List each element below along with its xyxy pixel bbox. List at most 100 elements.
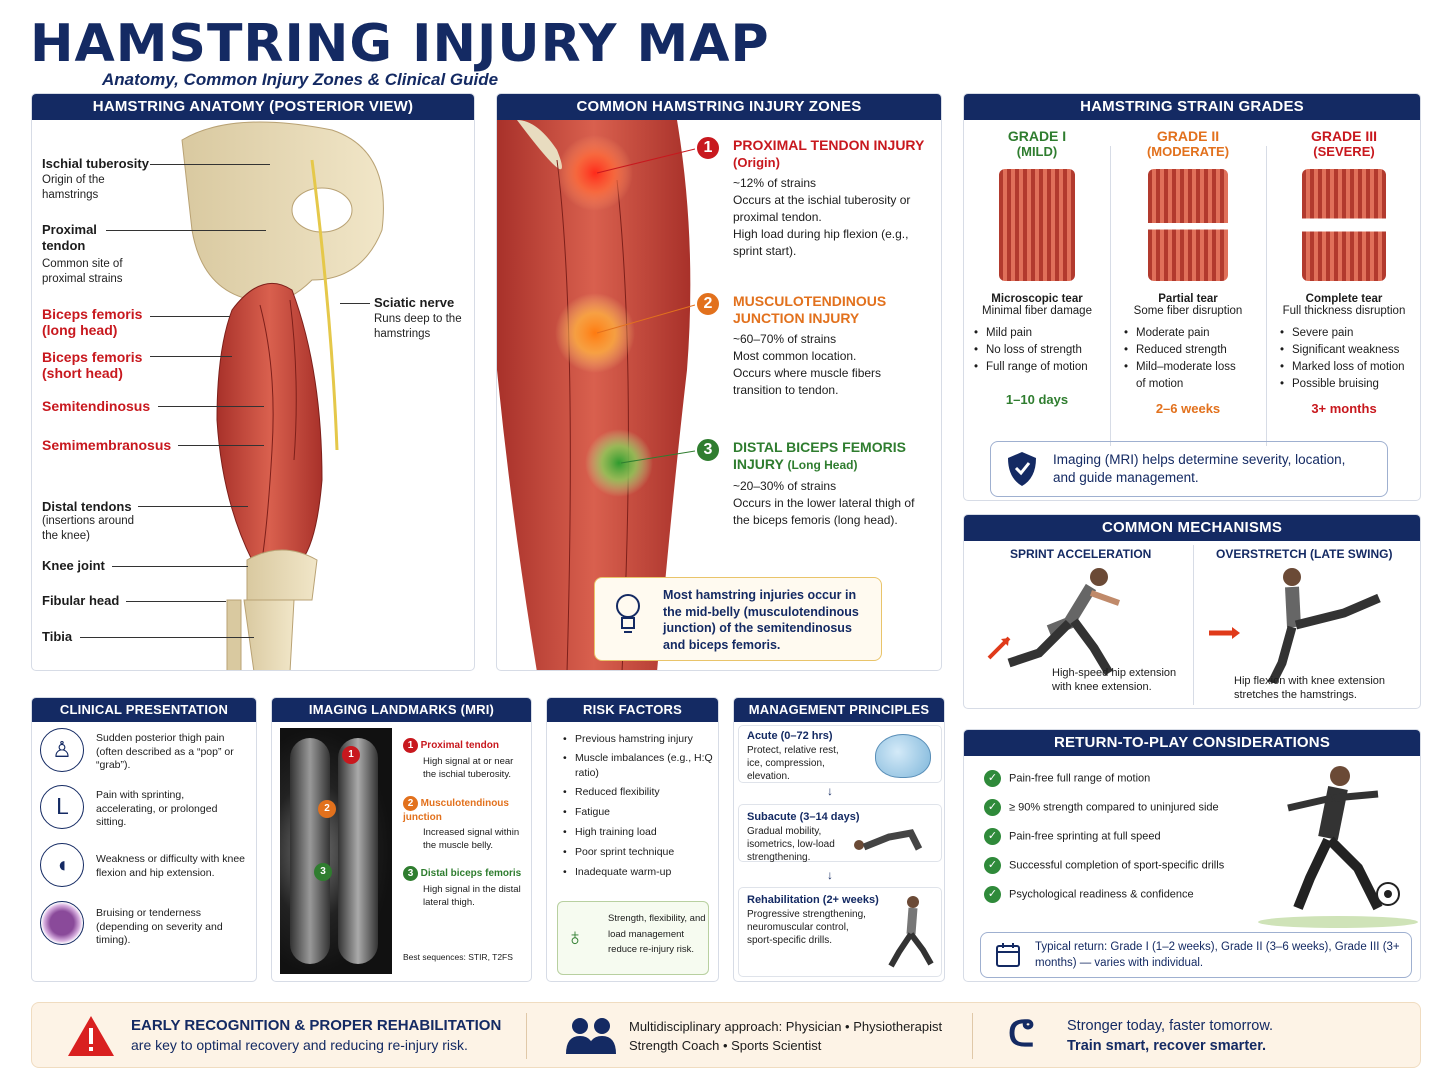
grade-2-col: GRADE II (MODERATE) Partial tear Some fi… — [1110, 128, 1266, 416]
mri-note: Imaging (MRI) helps determine severity, … — [990, 441, 1388, 497]
arrow-down-icon: ↓ — [827, 784, 833, 798]
mgmt-rehab: Rehabilitation (2+ weeks) Progressive st… — [738, 887, 942, 977]
check-icon: ✓ — [984, 799, 1001, 816]
clinical-item-3: ◖ Weakness or difficulty with knee flexi… — [40, 843, 250, 893]
grade-1-col: GRADE I (MILD) Microscopic tear Minimal … — [964, 128, 1110, 407]
proximal-sub: Common site of proximal strains — [42, 258, 123, 285]
distal-sub: (insertions around the knee) — [42, 515, 135, 542]
shield-icon — [1008, 452, 1036, 486]
clinical-item-1: ♙ Sudden posterior thigh pain (often des… — [40, 728, 250, 778]
semitendinosus-label: Semitendinosus — [42, 398, 151, 414]
bicep-icon: ◖ — [40, 843, 84, 887]
warning-icon — [68, 1016, 114, 1056]
zone-2-text: MUSCULOTENDINOUS JUNCTION INJURY ~60–70%… — [733, 293, 887, 397]
sprint-desc: High-speed hip extension with knee exten… — [1052, 667, 1177, 693]
bridge-exercise-figure — [854, 829, 923, 851]
zone-3-badge: 3 — [695, 437, 721, 463]
risk-header: RISK FACTORS — [547, 698, 718, 722]
team-icon — [566, 1018, 616, 1054]
tibia-label: Tibia — [42, 629, 73, 644]
footer-c-1: Stronger today, faster tomorrow. — [1067, 1018, 1274, 1034]
footer-a-title: EARLY RECOGNITION & PROPER REHABILITATIO… — [131, 1017, 502, 1034]
lightbulb-icon — [616, 594, 640, 633]
muscle-intact-icon — [999, 169, 1075, 281]
clinical-item-4: Bruising or tenderness (depending on sev… — [40, 901, 250, 951]
check-icon: ✓ — [984, 770, 1001, 787]
ischial-sub: Origin of the hamstrings — [42, 174, 105, 201]
rtp-checklist: ✓Pain-free full range of motion ✓≥ 90% s… — [984, 770, 1254, 915]
ice-pack-icon — [875, 734, 931, 778]
thigh-zones-illustration — [497, 120, 691, 670]
imaging-item-3: 3 Distal biceps femoris High signal in t… — [403, 866, 529, 909]
arrow-down-icon-2: ↓ — [827, 868, 833, 882]
mri-image — [280, 728, 392, 974]
page-subtitle: Anatomy, Common Injury Zones & Clinical … — [102, 70, 499, 89]
zone-3-text: DISTAL BICEPS FEMORIS INJURY (Long Head)… — [733, 439, 915, 527]
mgmt-subacute: Subacute (3–14 days) Gradual mobility, i… — [738, 804, 942, 863]
clinical-panel: CLINICAL PRESENTATION ♙ Sudden posterior… — [31, 697, 257, 982]
anatomy-panel: HAMSTRING ANATOMY (POSTERIOR VIEW) Ischi… — [31, 93, 475, 671]
zone-2-badge: 2 — [695, 291, 721, 317]
footer-c-2: Train smart, recover smarter. — [1067, 1038, 1267, 1054]
check-icon: ✓ — [984, 828, 1001, 845]
flexed-bicep-icon: ᕦ — [1008, 1013, 1035, 1054]
check-icon: ✓ — [984, 886, 1001, 903]
overstretch-title: OVERSTRETCH (LATE SWING) — [1216, 547, 1393, 561]
rtp-panel: RETURN-TO-PLAY CONSIDERATIONS ✓Pain-free… — [963, 729, 1421, 982]
mechanisms-panel: COMMON MECHANISMS SPRINT ACCELERATION OV… — [963, 514, 1421, 709]
imaging-sequences: Best sequences: STIR, T2FS — [403, 952, 513, 962]
injury-zones-panel: COMMON HAMSTRING INJURY ZONES 1 2 3 PROX… — [496, 93, 942, 671]
mri-marker-1: 1 — [342, 746, 360, 764]
distal-label: Distal tendons — [42, 499, 132, 514]
proximal-label: Proximal tendon — [42, 222, 97, 253]
mri-marker-2: 2 — [318, 800, 336, 818]
tip-box: Most hamstring injuries occur in the mid… — [594, 577, 882, 661]
mgmt-acute: Acute (0–72 hrs) Protect, relative rest,… — [738, 725, 942, 783]
grade-3-list: Severe painSignificant weaknessMarked lo… — [1280, 325, 1420, 393]
risk-note: ♁ Strength, flexibility, and load manage… — [557, 901, 709, 975]
mri-marker-3: 3 — [314, 863, 332, 881]
leg-anatomy-illustration — [181, 121, 384, 670]
imaging-item-2: 2 Musculotendinous junction Increased si… — [403, 796, 520, 851]
management-header: MANAGEMENT PRINCIPLES — [734, 698, 944, 722]
rtp-note: Typical return: Grade I (1–2 weeks), Gra… — [980, 932, 1412, 978]
imaging-item-1: 1 Proximal tendon High signal at or near… — [403, 738, 529, 781]
grade-1-list: Mild painNo loss of strengthFull range o… — [974, 325, 1110, 376]
bruise-icon — [40, 901, 84, 945]
zones-header: COMMON HAMSTRING INJURY ZONES — [497, 94, 941, 120]
knee-label: Knee joint — [42, 558, 105, 573]
sciatic-label: Sciatic nerve — [374, 295, 455, 310]
fibular-label: Fibular head — [42, 593, 120, 608]
bf-long-label: Biceps femoris (long head) — [42, 306, 143, 338]
grade-3-col: GRADE III (SEVERE) Complete tear Full th… — [1266, 128, 1420, 416]
footer-banner: EARLY RECOGNITION & PROPER REHABILITATIO… — [31, 1002, 1421, 1068]
muscle-partial-tear-icon — [1148, 169, 1228, 281]
check-icon: ✓ — [984, 857, 1001, 874]
risk-panel: RISK FACTORS Previous hamstring injury M… — [546, 697, 719, 982]
risk-list: Previous hamstring injury Muscle imbalan… — [563, 731, 713, 881]
zone-1-badge: 1 — [695, 135, 721, 161]
footer-a-desc: are key to optimal recovery and reducing… — [131, 1037, 468, 1053]
muscle-complete-tear-icon — [1302, 169, 1386, 281]
grade-2-list: Moderate painReduced strengthMild–modera… — [1124, 325, 1266, 393]
soccer-player-figure — [1258, 766, 1418, 928]
sprinter-figure — [987, 568, 1121, 676]
semimembranosus-label: Semimembranosus — [42, 437, 172, 453]
grades-header: HAMSTRING STRAIN GRADES — [964, 94, 1420, 120]
rtp-header: RETURN-TO-PLAY CONSIDERATIONS — [964, 730, 1420, 756]
bf-short-label: Biceps femoris (short head) — [42, 349, 143, 381]
clinical-item-2: ᒪ Pain with sprinting, accelerating, or … — [40, 785, 250, 835]
dumbbell-icon: ♁ — [566, 924, 584, 951]
clinical-header: CLINICAL PRESENTATION — [32, 698, 256, 722]
mechanisms-header: COMMON MECHANISMS — [964, 515, 1420, 541]
ischial-label: Ischial tuberosity — [42, 156, 149, 171]
imaging-header: IMAGING LANDMARKS (MRI) — [272, 698, 531, 722]
footer-b-2: Strength Coach • Sports Scientist — [629, 1038, 822, 1053]
overstretch-figure — [1209, 568, 1381, 683]
zone-1-text: PROXIMAL TENDON INJURY (Origin) ~12% of … — [733, 137, 925, 258]
management-panel: MANAGEMENT PRINCIPLES Acute (0–72 hrs) P… — [733, 697, 945, 982]
imaging-panel: IMAGING LANDMARKS (MRI) 1 2 3 1 Proximal… — [271, 697, 532, 982]
runner-figure — [888, 896, 934, 968]
sprint-title: SPRINT ACCELERATION — [1010, 547, 1152, 561]
overstretch-desc: Hip flexion with knee extension stretche… — [1234, 675, 1386, 701]
